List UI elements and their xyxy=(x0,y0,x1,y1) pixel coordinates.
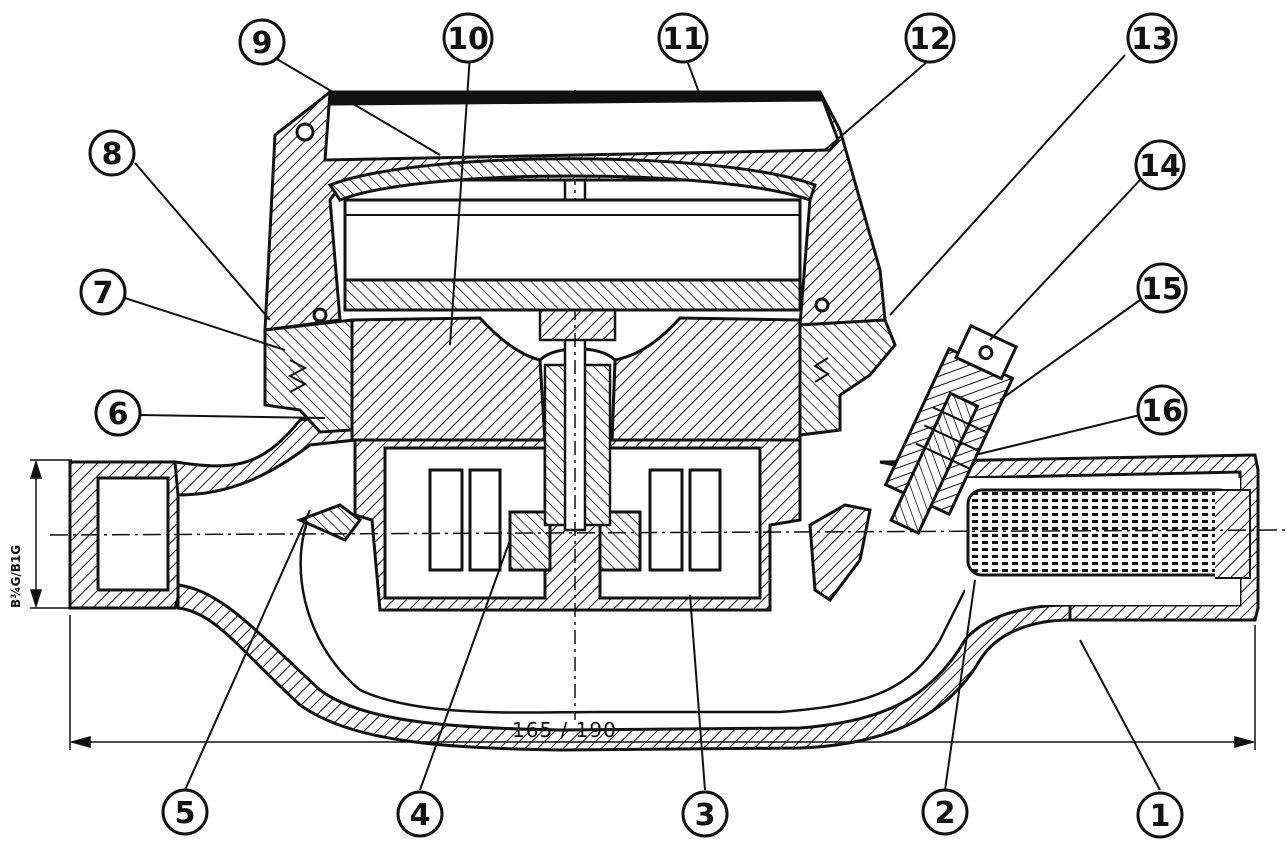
dial-glass xyxy=(327,157,817,202)
callout-11-label: 11 xyxy=(662,22,704,57)
callout-1-label: 1 xyxy=(1150,799,1171,834)
plate-left xyxy=(350,316,547,442)
callout-9: 9 xyxy=(238,18,286,66)
ring-right xyxy=(798,318,897,437)
screw-slot xyxy=(978,345,994,361)
thread-zigzag-left xyxy=(287,359,308,393)
outlet-pipe xyxy=(879,453,1260,622)
callout-6: 6 xyxy=(94,389,142,437)
callout-15-label: 15 xyxy=(1141,272,1183,307)
length-dimension: 165 / 190 xyxy=(512,718,617,742)
dial-plate xyxy=(343,278,802,312)
callout-13: 13 xyxy=(1126,12,1178,64)
outlet-bridge xyxy=(808,503,872,603)
strainer-cap xyxy=(1215,489,1251,579)
callout-7: 7 xyxy=(79,268,127,316)
callout-3-label: 3 xyxy=(695,798,716,833)
measuring-chamber xyxy=(353,438,802,612)
adjustment-screw xyxy=(883,323,1019,535)
impeller-blade-c xyxy=(648,468,684,572)
callout-2-label: 2 xyxy=(935,796,956,831)
callout-16: 16 xyxy=(1136,384,1188,436)
threaded-ring xyxy=(263,318,897,437)
thread-dimension: B¾G/B1G xyxy=(9,545,23,608)
callout-10-label: 10 xyxy=(447,22,489,57)
impeller-blade-a xyxy=(428,468,464,572)
callout-8-label: 8 xyxy=(102,137,123,172)
callout-12: 12 xyxy=(904,12,956,64)
callout-4-label: 4 xyxy=(410,798,431,833)
callout-12-label: 12 xyxy=(909,22,951,57)
dimension-lines xyxy=(29,459,1286,750)
leader-lines xyxy=(124,54,1161,791)
callout-14-label: 14 xyxy=(1139,149,1181,184)
central-spindle xyxy=(538,90,617,720)
callout-5-label: 5 xyxy=(175,796,196,831)
callout-1: 1 xyxy=(1136,791,1184,839)
flow-channel xyxy=(299,514,967,714)
ring-left xyxy=(263,318,354,434)
thread-zigzag-right xyxy=(813,357,830,383)
callout-13-label: 13 xyxy=(1131,22,1173,57)
callout-8: 8 xyxy=(88,129,136,177)
callout-5: 5 xyxy=(161,788,209,836)
screw-thread xyxy=(915,406,988,470)
callout-2: 2 xyxy=(921,788,969,836)
callout-14: 14 xyxy=(1134,139,1186,191)
callout-6-label: 6 xyxy=(108,397,129,432)
regulating-plate xyxy=(350,316,802,442)
callout-4: 4 xyxy=(396,790,444,838)
callout-15: 15 xyxy=(1136,262,1188,314)
flow-axis xyxy=(49,529,1286,536)
seal-ring-right xyxy=(814,297,830,313)
callout-10: 10 xyxy=(442,12,494,64)
impeller-blade-d xyxy=(688,468,722,572)
callout-16-label: 16 xyxy=(1141,394,1183,429)
callout-3: 3 xyxy=(681,790,729,838)
seal-ring-left xyxy=(312,307,328,323)
lid-hinge xyxy=(295,122,315,142)
dial-area xyxy=(343,198,802,287)
register-housing xyxy=(263,90,887,419)
callout-11: 11 xyxy=(657,12,709,64)
strainer xyxy=(966,488,1235,577)
plate-right xyxy=(610,316,802,442)
screw-stem xyxy=(889,391,980,535)
callout-9-label: 9 xyxy=(252,26,273,61)
callout-7-label: 7 xyxy=(93,276,114,311)
impeller-blade-b xyxy=(468,468,502,572)
